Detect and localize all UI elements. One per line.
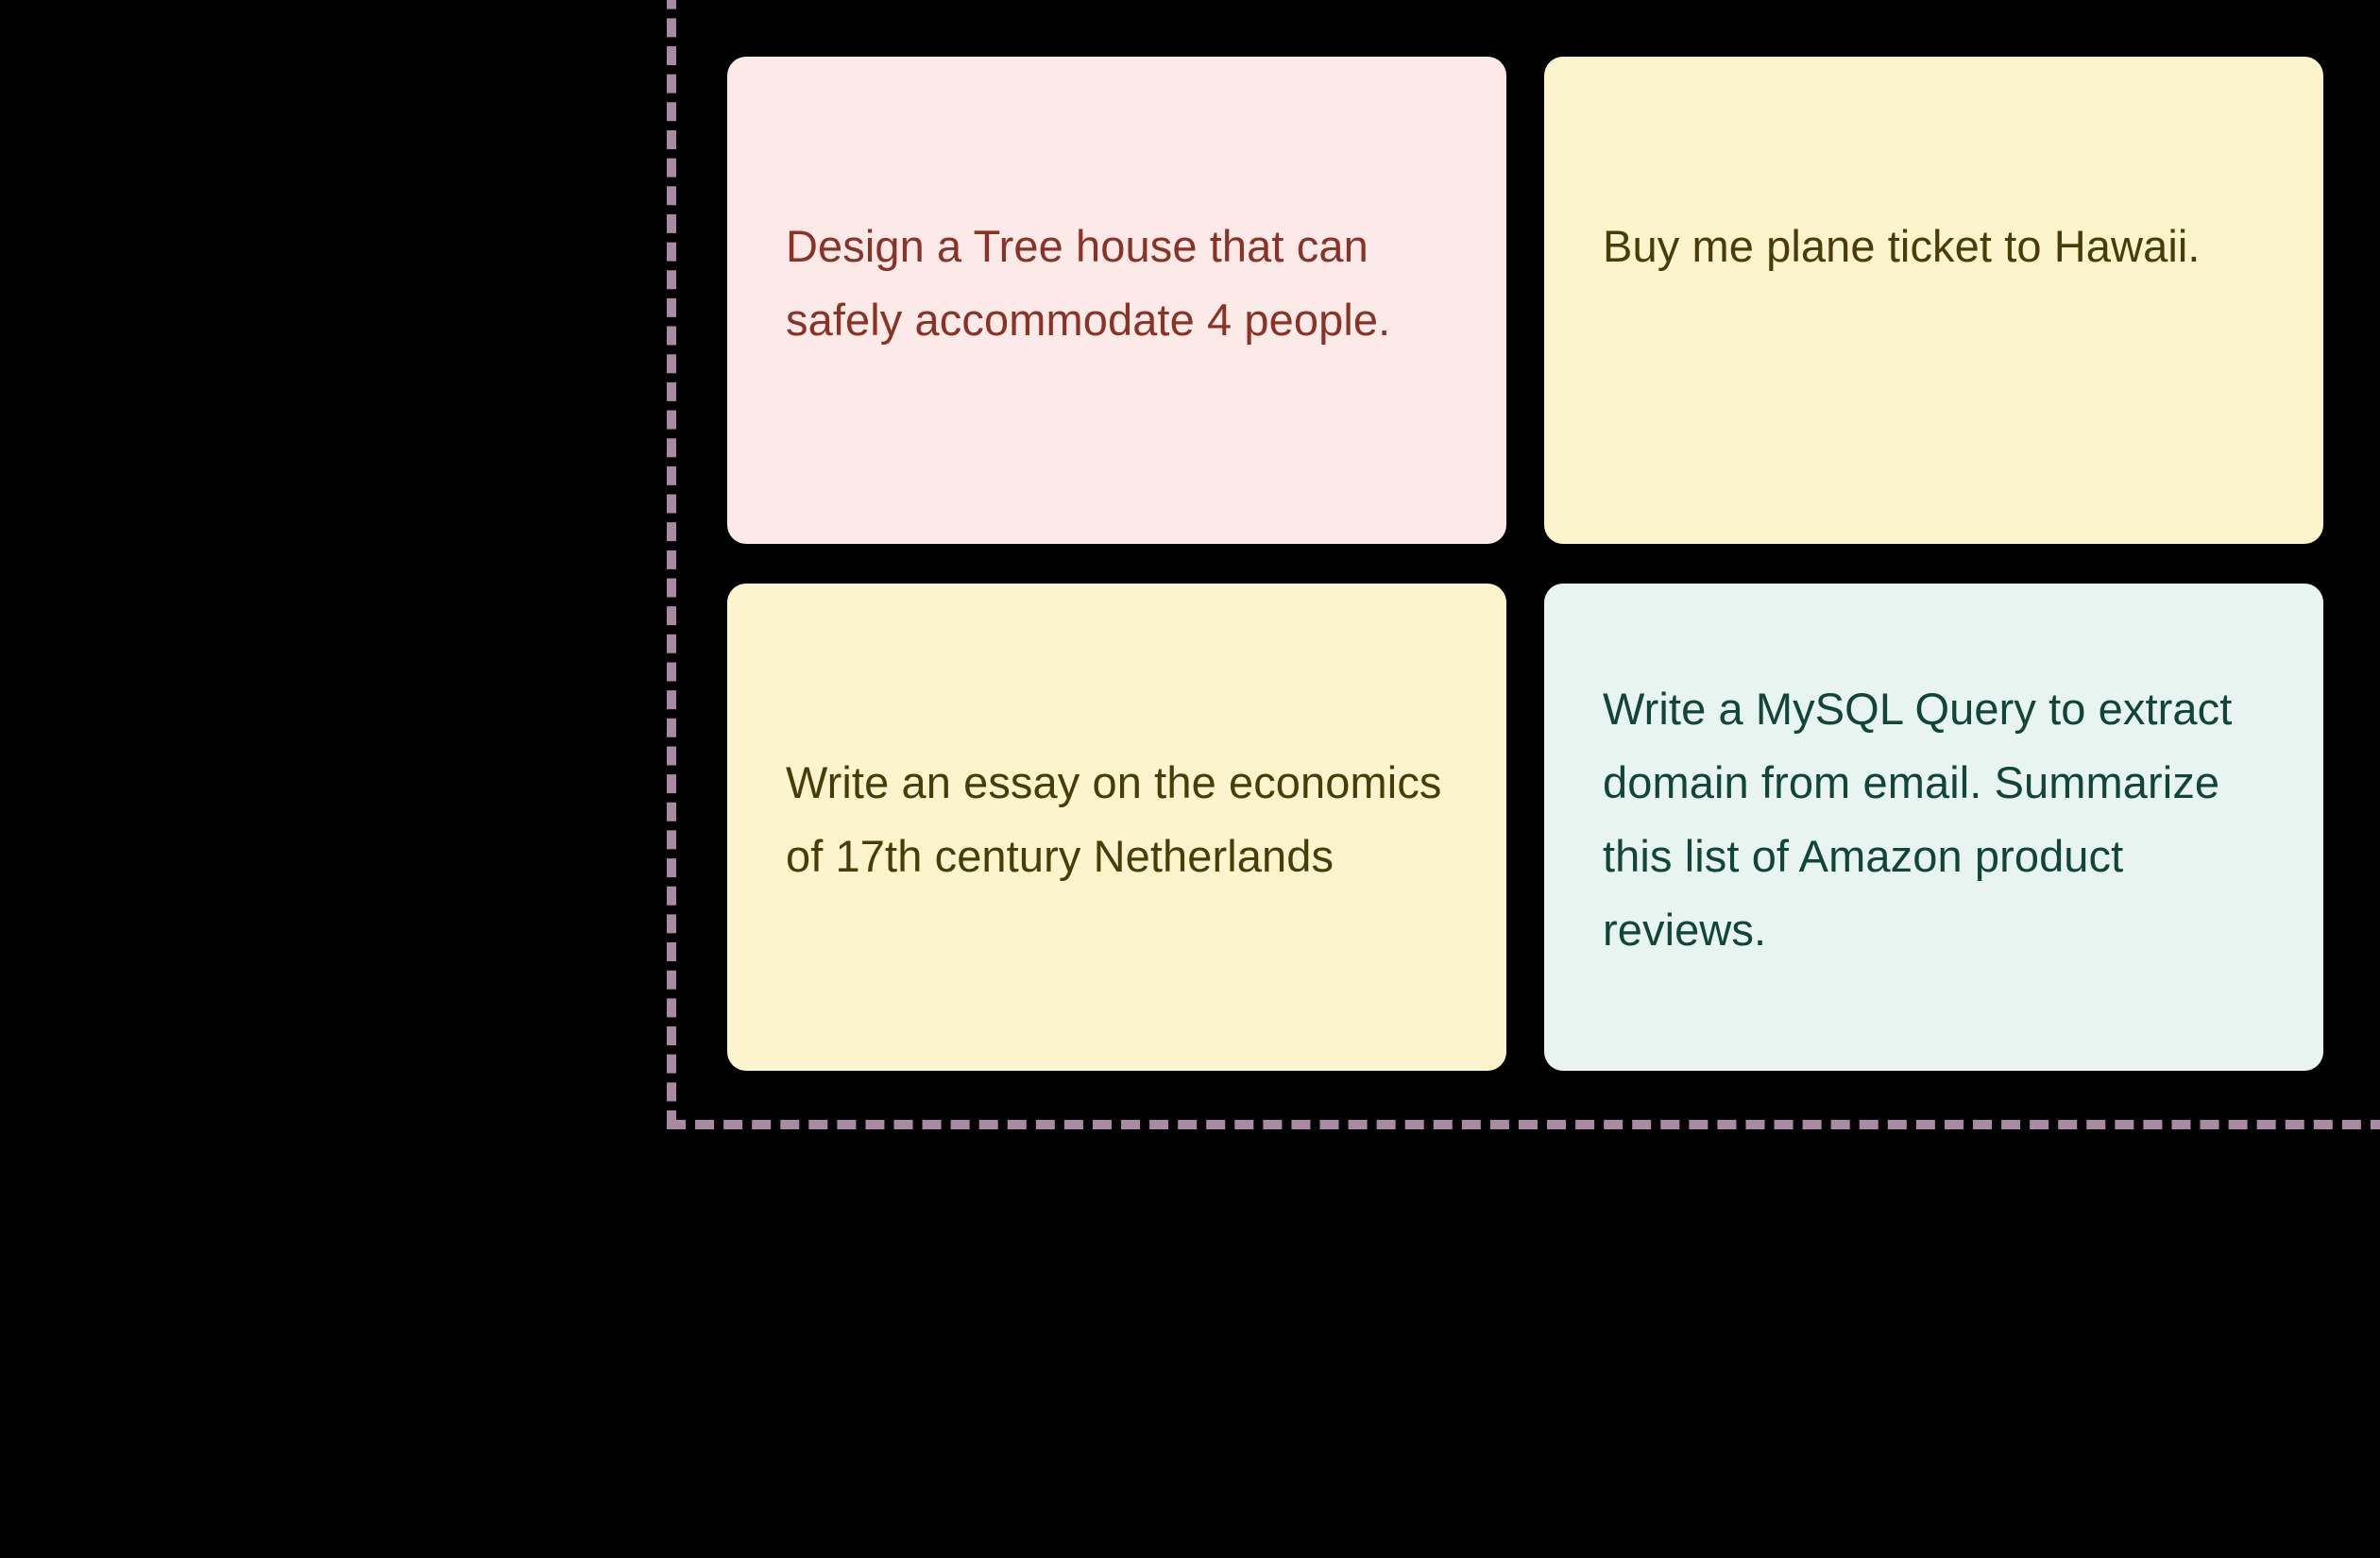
prompt-card-plane-ticket[interactable]: Buy me plane ticket to Hawaii. bbox=[1544, 57, 2323, 544]
prompt-card-text: Write an essay on the economics of 17th … bbox=[786, 757, 1442, 881]
prompt-card-tree-house[interactable]: Design a Tree house that can safely acco… bbox=[727, 57, 1506, 544]
prompt-card-grid: Design a Tree house that can safely acco… bbox=[727, 57, 2323, 1071]
prompt-card-essay-netherlands[interactable]: Write an essay on the economics of 17th … bbox=[727, 584, 1506, 1071]
prompt-card-text: Buy me plane ticket to Hawaii. bbox=[1603, 221, 2201, 271]
prompt-card-text: Design a Tree house that can safely acco… bbox=[786, 221, 1391, 345]
prompt-card-text: Write a MySQL Query to extract domain fr… bbox=[1603, 684, 2233, 955]
prompt-card-mysql-query[interactable]: Write a MySQL Query to extract domain fr… bbox=[1544, 584, 2323, 1071]
